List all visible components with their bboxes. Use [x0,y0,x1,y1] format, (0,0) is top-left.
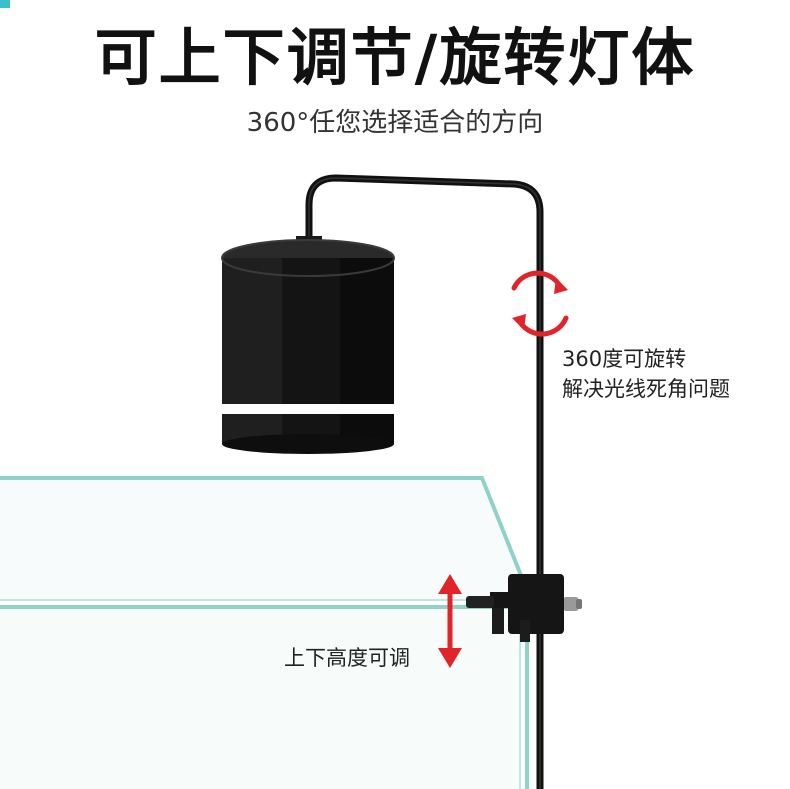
lamp-head [221,236,395,454]
page-subtitle: 360°任您选择适合的方向 [246,108,544,138]
height-callout: 上下高度可调 [284,643,410,673]
aquarium-tank [0,476,532,789]
corner-mark [0,0,10,8]
height-callout-label: 上下高度可调 [284,646,410,670]
rotation-callout: 360度可旋转 解决光线死角问题 [562,344,730,404]
circular-rotate-arrows-icon [511,270,569,337]
page-title: 可上下调节/旋转灯体 [94,21,696,94]
tank-clamp [466,574,582,642]
rotation-callout-line1: 360度可旋转 [562,347,687,371]
rotation-callout-line2: 解决光线死角问题 [562,377,730,401]
vertical-double-arrow-icon [438,574,462,668]
